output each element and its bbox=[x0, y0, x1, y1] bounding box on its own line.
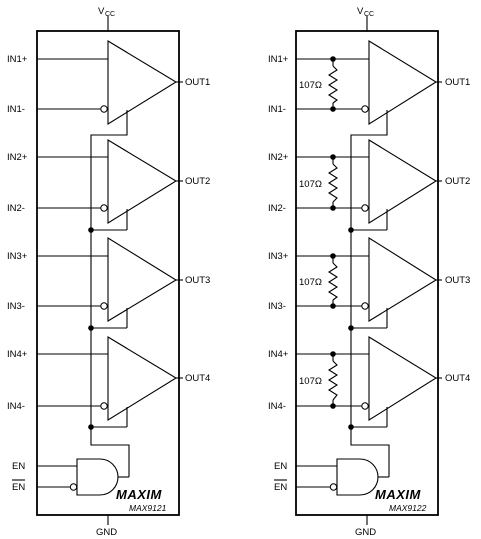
inverting-bubble bbox=[361, 204, 369, 212]
chip-max9122 bbox=[295, 16, 442, 525]
inverting-bubble bbox=[329, 483, 338, 491]
en-bar-label: EN bbox=[12, 482, 25, 493]
en-bar-label: EN bbox=[274, 482, 287, 493]
pin-label: IN3+ bbox=[7, 251, 28, 262]
pin-label: OUT2 bbox=[185, 176, 210, 187]
pin-label: OUT3 bbox=[185, 275, 210, 286]
inverting-bubble bbox=[361, 105, 369, 113]
en-label: EN bbox=[12, 461, 25, 472]
pin-label: IN3+ bbox=[268, 251, 289, 262]
part-number: MAX9122 bbox=[389, 503, 427, 513]
enable-gate bbox=[296, 458, 390, 496]
termination-resistors bbox=[327, 56, 339, 409]
junction-dot bbox=[348, 424, 354, 430]
pin-label: IN2- bbox=[7, 203, 25, 214]
pin-label: OUT1 bbox=[185, 77, 210, 88]
junction-dot bbox=[88, 227, 94, 233]
pin-label: OUT4 bbox=[445, 373, 470, 384]
vcc-label: V bbox=[357, 6, 364, 17]
pin-label: IN4- bbox=[7, 401, 25, 412]
inverting-bubble bbox=[361, 402, 369, 410]
junction-dot bbox=[88, 424, 94, 430]
pin-label: IN2+ bbox=[268, 152, 289, 163]
gnd-label: GND bbox=[355, 527, 376, 538]
part-number: MAX9121 bbox=[129, 503, 167, 513]
pin-label: IN4+ bbox=[268, 349, 289, 360]
resistor-value: 107Ω bbox=[299, 277, 322, 288]
maxim-logo: MAXIM bbox=[116, 487, 163, 502]
pin-label: IN3- bbox=[7, 301, 25, 312]
junction-dot bbox=[88, 325, 94, 331]
resistor-value: 107Ω bbox=[299, 80, 322, 91]
pin-label: IN1+ bbox=[7, 54, 28, 65]
pin-label: IN3- bbox=[268, 301, 286, 312]
gnd-label: GND bbox=[96, 527, 117, 538]
enable-bus bbox=[88, 110, 130, 468]
pin-label: OUT2 bbox=[445, 176, 470, 187]
enable-gate bbox=[37, 458, 130, 496]
pin-label: IN4- bbox=[268, 401, 286, 412]
inverting-bubble bbox=[69, 483, 78, 491]
junction-dot bbox=[348, 325, 354, 331]
pin-label: IN1- bbox=[268, 104, 286, 115]
junction-dot bbox=[348, 227, 354, 233]
pin-label: IN2- bbox=[268, 203, 286, 214]
vcc-label: V bbox=[98, 6, 105, 17]
maxim-logo: MAXIM bbox=[375, 487, 422, 502]
inverting-bubble bbox=[100, 105, 108, 113]
pin-label: OUT4 bbox=[185, 373, 210, 384]
en-label: EN bbox=[274, 461, 287, 472]
pin-label: IN1+ bbox=[268, 54, 289, 65]
pin-label: IN4+ bbox=[7, 349, 28, 360]
pin-label: OUT1 bbox=[445, 77, 470, 88]
receiver-4 bbox=[37, 336, 183, 421]
vcc-subscript: CC bbox=[105, 11, 115, 18]
inverting-bubble bbox=[100, 302, 108, 310]
receiver-1 bbox=[37, 40, 183, 125]
receiver-2 bbox=[37, 139, 183, 224]
receiver-3 bbox=[37, 237, 183, 322]
pin-label: OUT3 bbox=[445, 275, 470, 286]
chip-max9121 bbox=[36, 16, 183, 525]
pin-label: IN1- bbox=[7, 104, 25, 115]
resistor-value: 107Ω bbox=[299, 376, 322, 387]
enable-bus bbox=[348, 110, 390, 468]
inverting-bubble bbox=[361, 302, 369, 310]
inverting-bubble bbox=[100, 402, 108, 410]
inverting-bubble bbox=[100, 204, 108, 212]
vcc-subscript: CC bbox=[364, 11, 374, 18]
pin-label: IN2+ bbox=[7, 152, 28, 163]
resistor-value: 107Ω bbox=[299, 179, 322, 190]
